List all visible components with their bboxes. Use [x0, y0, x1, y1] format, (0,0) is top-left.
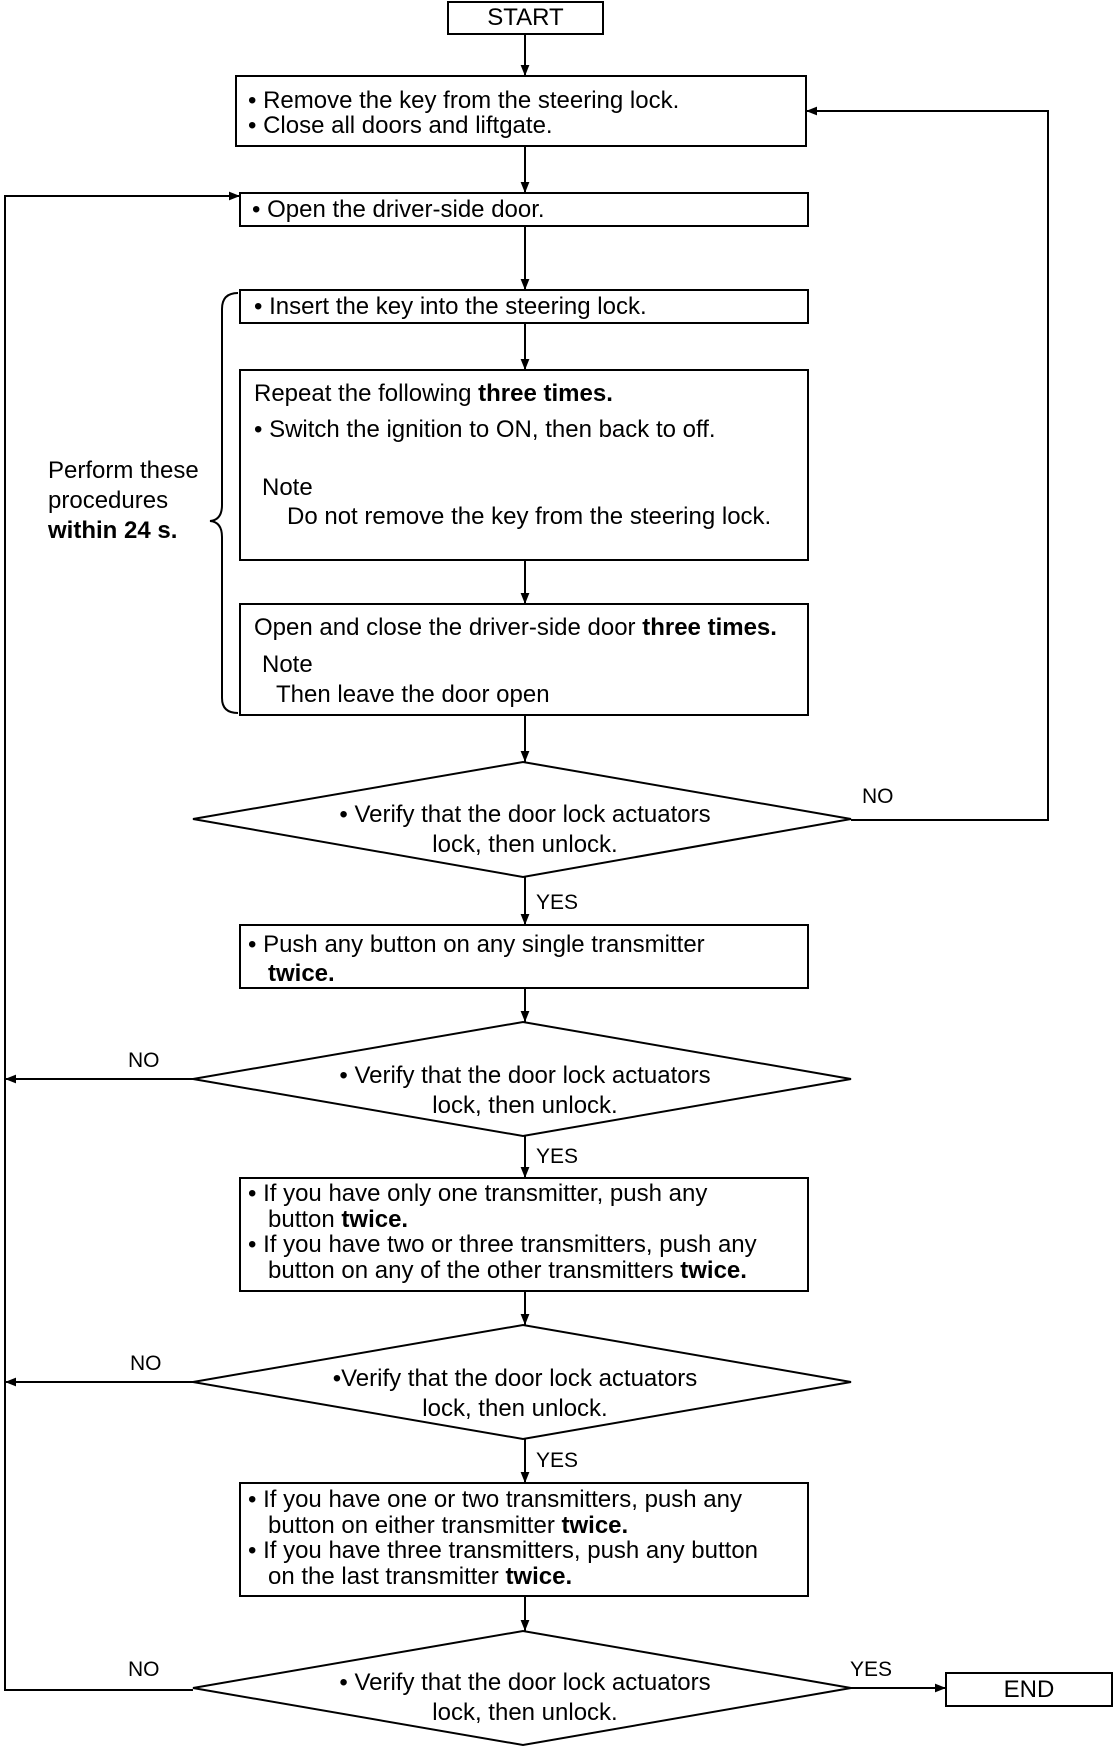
- push3-text: • If you have one or two transmitters, p…: [248, 1487, 758, 1589]
- decision1-line2: lock, then unlock.: [432, 831, 618, 858]
- decision2-line1: Verify that the door lock actuators: [354, 1062, 711, 1089]
- insert-key-text: • Insert the key into the steering lock.: [254, 294, 647, 320]
- remove-key-text: • Remove the key from the steering lock.…: [248, 88, 679, 138]
- push1-line1: Push any button on any single transmitte…: [263, 931, 705, 958]
- push3-a1: If you have one or two transmitters, pus…: [263, 1486, 742, 1513]
- bullet: •: [248, 1180, 257, 1207]
- left-return-line: [4, 191, 240, 1691]
- push3-b2-bold: twice.: [505, 1562, 573, 1590]
- bracket-note-line3: within 24 s.: [48, 517, 178, 544]
- push3-a2: button on either transmitter: [268, 1511, 562, 1539]
- open-close-text: Open and close the driver-side door: [254, 614, 643, 641]
- decision1-text: • Verify that the door lock actuators lo…: [260, 800, 790, 860]
- bullet: •: [252, 196, 261, 223]
- bullet: •: [254, 416, 263, 443]
- open-close-note-label: Note: [262, 651, 313, 678]
- repeat-item: • Switch the ignition to ON, then back t…: [254, 417, 716, 443]
- remove-key-line2: Close all doors and liftgate.: [263, 112, 553, 139]
- end-label: END: [1003, 1676, 1055, 1703]
- repeat-note-text: Do not remove the key from the steering …: [287, 503, 772, 530]
- repeat-item-text: Switch the ignition to ON, then back to …: [269, 416, 716, 443]
- decision1-line1: Verify that the door lock actuators: [354, 801, 711, 828]
- remove-key-line1: Remove the key from the steering lock.: [263, 87, 680, 114]
- decision3-yes-label: YES: [536, 1449, 579, 1472]
- bullet: •: [248, 1231, 257, 1258]
- bullet: •: [248, 1486, 257, 1513]
- push2-a2-bold: twice.: [341, 1205, 409, 1233]
- push2-a1: If you have only one transmitter, push a…: [263, 1180, 708, 1207]
- decision1-yes-label: YES: [536, 891, 579, 914]
- decision3-no-label: NO: [130, 1352, 162, 1375]
- bracket-note: Perform these procedures within 24 s.: [48, 456, 199, 546]
- insert-key-line: Insert the key into the steering lock.: [269, 293, 647, 320]
- bullet: •: [248, 87, 257, 114]
- arrow-decision1-no-loop: [806, 106, 1049, 821]
- decision-3: [192, 1323, 852, 1441]
- decision2-text: • Verify that the door lock actuators lo…: [260, 1061, 790, 1121]
- push2-b1: If you have two or three transmitters, p…: [263, 1231, 757, 1258]
- bullet: •: [248, 931, 257, 958]
- decision3-line2: lock, then unlock.: [422, 1395, 608, 1422]
- decision2-line2: lock, then unlock.: [432, 1092, 618, 1119]
- decision2-no-label: NO: [128, 1049, 160, 1072]
- decision3-line1: Verify that the door lock actuators: [341, 1365, 698, 1392]
- open-close-line: Open and close the driver-side door thre…: [254, 615, 777, 641]
- decision4-yes-label: YES: [850, 1658, 893, 1681]
- decision4-no-label: NO: [128, 1658, 160, 1681]
- repeat-note-label: Note: [262, 474, 313, 501]
- decision1-no-label: NO: [862, 785, 894, 808]
- start-label: START: [487, 4, 564, 31]
- push2-text: • If you have only one transmitter, push…: [248, 1181, 757, 1283]
- push2-a2: button: [268, 1205, 342, 1233]
- bullet: •: [254, 293, 263, 320]
- push1-line2: twice.: [268, 960, 335, 987]
- bracket-note-line1: Perform these: [48, 457, 199, 484]
- open-close-note-text: Then leave the door open: [276, 681, 550, 708]
- push3-b1: If you have three transmitters, push any…: [263, 1537, 759, 1564]
- bullet: •: [248, 112, 257, 139]
- push1-text: • Push any button on any single transmit…: [248, 930, 705, 988]
- bullet: •: [339, 801, 348, 828]
- bullet: •: [339, 1062, 348, 1089]
- decision-2: [192, 1020, 852, 1138]
- end-terminal: [945, 1672, 1113, 1707]
- decision3-text: •Verify that the door lock actuators loc…: [250, 1364, 780, 1424]
- decision2-yes-label: YES: [536, 1145, 579, 1168]
- open-close-bold: three times.: [642, 614, 777, 641]
- decision4-text: • Verify that the door lock actuators lo…: [260, 1668, 790, 1728]
- bullet: •: [332, 1365, 342, 1392]
- curly-brace: [209, 292, 239, 714]
- repeat-intro-text: Repeat the following: [254, 380, 479, 407]
- bullet: •: [339, 1669, 348, 1696]
- repeat-intro-bold: three times.: [478, 380, 613, 407]
- push3-a2-bold: twice.: [561, 1511, 629, 1539]
- bracket-note-line2: procedures: [48, 487, 169, 514]
- bullet: •: [248, 1537, 257, 1564]
- push2-b2-bold: twice.: [680, 1256, 747, 1284]
- decision4-line1: Verify that the door lock actuators: [354, 1669, 711, 1696]
- push3-b2: on the last transmitter: [268, 1562, 506, 1590]
- push2-b2: button on any of the other transmitters: [268, 1256, 681, 1284]
- open-door-text: • Open the driver-side door.: [252, 197, 545, 223]
- repeat-intro: Repeat the following three times.: [254, 381, 613, 407]
- open-door-line: Open the driver-side door.: [267, 196, 545, 223]
- decision4-line2: lock, then unlock.: [432, 1699, 618, 1726]
